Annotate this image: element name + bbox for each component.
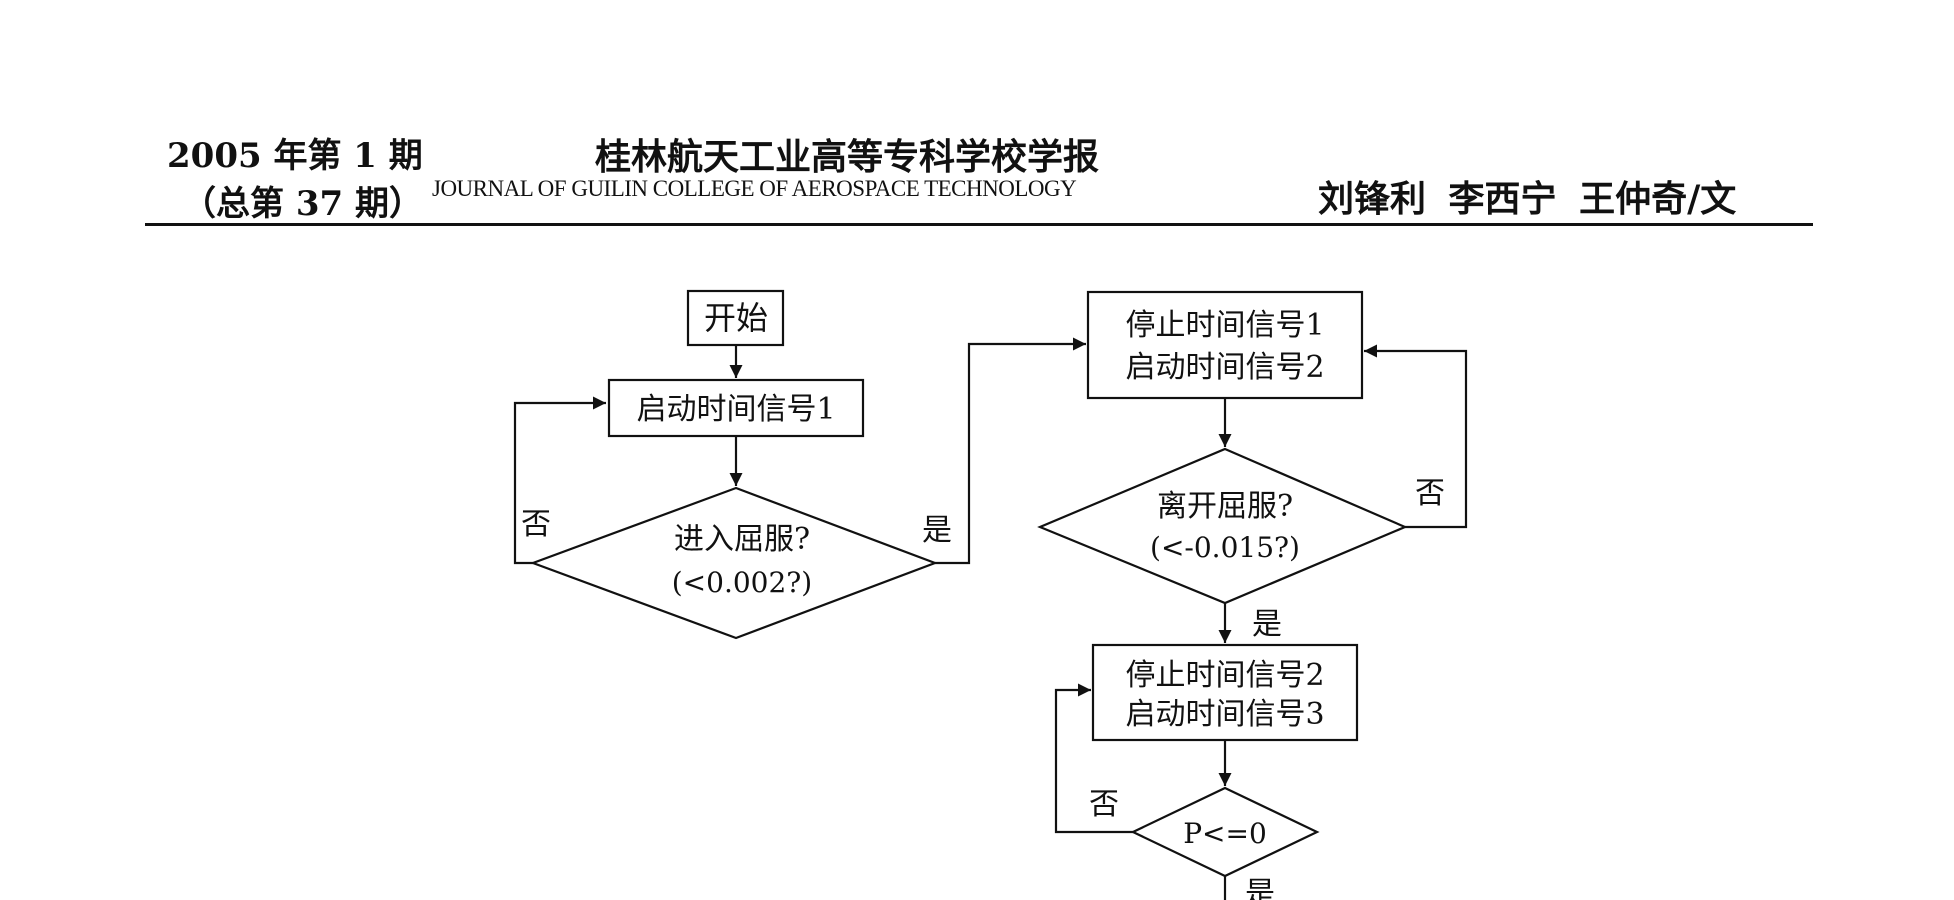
yes-path-to-box2 (935, 337, 1086, 565)
decision-enter-yield-line2: (<0.002?) (672, 566, 812, 599)
no-label-enter-yield: 否 (521, 507, 551, 542)
yes-label-enter-yield: 是 (922, 513, 952, 548)
decision-p-label: P<=0 (1183, 817, 1267, 850)
no-loop-enter-yield (513, 396, 606, 565)
box2 (1086, 290, 1364, 400)
issue-label: 2005 年第 1 期 (167, 136, 423, 176)
box3-line2: 启动时间信号3 (1125, 697, 1324, 732)
journal-title-en: JOURNAL OF GUILIN COLLEGE OF AEROSPACE T… (432, 176, 1077, 201)
total-issue-label: （总第 37 期） (182, 184, 423, 224)
start-box (686, 289, 785, 347)
box2-line1: 停止时间信号1 (1125, 308, 1324, 343)
journal-title-cn: 桂林航天工业高等专科学校学报 (595, 136, 1100, 178)
authors: 刘锋利 李西宁 王仲奇/文 (1318, 178, 1737, 220)
no-label-p: 否 (1089, 787, 1119, 822)
decision-leave-yield-line2: (<-0.015?) (1150, 531, 1300, 564)
box3 (1091, 643, 1359, 742)
box3-line1: 停止时间信号2 (1125, 658, 1324, 693)
no-loop-p (1054, 683, 1133, 834)
decision-leave-yield-line1: 离开屈服? (1157, 489, 1293, 524)
start-label: 开始 (704, 299, 768, 337)
decision-leave-yield (1037, 447, 1408, 605)
decision-enter-yield (529, 486, 939, 640)
yes-label-leave-yield: 是 (1252, 607, 1282, 642)
decision-enter-yield-line1: 进入屈服? (674, 522, 810, 557)
yes-label-p: 是 (1245, 876, 1275, 900)
start-signal-1-label: 启动时间信号1 (636, 392, 835, 427)
header-rule (145, 223, 1813, 226)
no-label-leave-yield: 否 (1415, 476, 1445, 511)
no-loop-leave-yield (1364, 344, 1468, 529)
box2-line2: 启动时间信号2 (1125, 350, 1324, 385)
